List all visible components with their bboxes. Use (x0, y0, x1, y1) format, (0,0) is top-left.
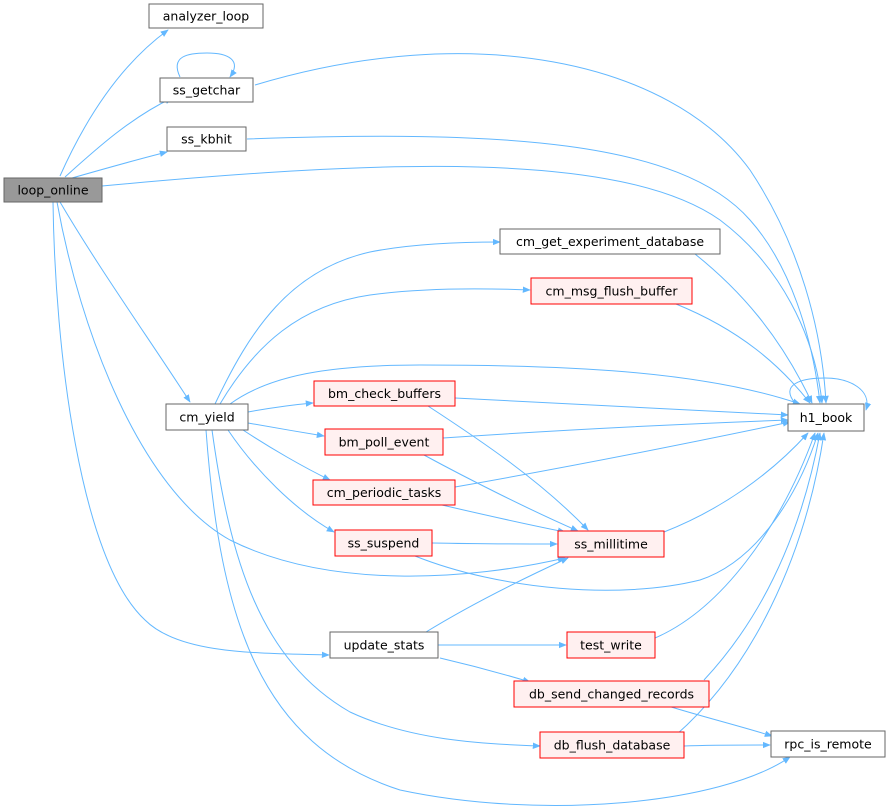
edge-cm_yield-db_flush_database (211, 429, 541, 749)
node-ss_getchar-box (159, 77, 254, 103)
node-cm_get_experiment_database-box (499, 228, 721, 255)
node-ss_getchar[interactable]: ss_getchar (159, 77, 254, 103)
node-db_flush_database-box (539, 731, 685, 759)
node-rpc_is_remote-box (770, 730, 886, 758)
node-loop_online-box (3, 177, 103, 203)
edge-h1_book-h1_book (789, 377, 872, 411)
nodes: loop_online analyzer_loop ss_getchar ss_… (3, 3, 886, 759)
node-cm_get_experiment_database[interactable]: cm_get_experiment_database (499, 228, 721, 255)
node-cm_periodic_tasks-box (312, 479, 456, 506)
node-test_write[interactable]: test_write (566, 631, 656, 659)
edge-update_stats-db_send_changed_records (439, 657, 531, 683)
node-h1_book-label: h1_book (800, 410, 853, 425)
edge-cm_yield-cm_periodic_tasks (239, 427, 331, 481)
edge-loop_online-ss_kbhit (71, 150, 168, 179)
edge-cm_yield-bm_check_buffers (247, 400, 314, 413)
edge-loop_online-cm_yield (59, 201, 191, 403)
edge-cm_yield-cm_msg_flush_buffer (219, 286, 531, 405)
node-bm_check_buffers-label: bm_check_buffers (328, 386, 441, 401)
node-bm_check_buffers-box (313, 380, 456, 407)
edge-cm_yield-bm_poll_event (247, 422, 325, 438)
edge-cm_msg_flush_buffer-h1_book (675, 303, 811, 404)
node-ss_suspend-box (334, 529, 433, 557)
node-analyzer_loop-label: analyzer_loop (163, 9, 250, 24)
edge-db_flush_database-rpc_is_remote (683, 741, 771, 749)
node-update_stats-label: update_stats (344, 638, 425, 653)
node-cm_yield-label: cm_yield (179, 410, 234, 425)
edge-test_write-h1_book (654, 432, 816, 639)
node-loop_online-label: loop_online (17, 183, 88, 198)
edges (52, 29, 872, 806)
node-rpc_is_remote[interactable]: rpc_is_remote (770, 730, 886, 758)
node-test_write-label: test_write (580, 638, 642, 653)
node-cm_msg_flush_buffer-box (530, 277, 693, 305)
node-update_stats[interactable]: update_stats (329, 631, 439, 659)
node-cm_periodic_tasks[interactable]: cm_periodic_tasks (312, 479, 456, 506)
node-loop_online[interactable]: loop_online (3, 177, 103, 203)
node-ss_suspend-label: ss_suspend (348, 536, 420, 551)
node-test_write-box (566, 631, 656, 659)
edge-ss_suspend-h1_book (414, 432, 819, 591)
node-ss_kbhit-box (166, 126, 247, 152)
node-db_flush_database[interactable]: db_flush_database (539, 731, 685, 759)
node-analyzer_loop-box (148, 3, 264, 29)
edge-bm_check_buffers-h1_book (454, 397, 789, 418)
node-ss_kbhit[interactable]: ss_kbhit (166, 126, 247, 152)
node-ss_kbhit-label: ss_kbhit (181, 132, 232, 147)
node-db_flush_database-label: db_flush_database (554, 738, 671, 753)
edge-loop_online-ss_millitime (56, 201, 566, 577)
edge-update_stats-ss_millitime (425, 557, 569, 633)
edge-bm_poll_event-h1_book (442, 417, 789, 439)
node-ss_getchar-label: ss_getchar (173, 83, 241, 98)
node-db_send_changed_records-box (513, 680, 710, 708)
edge-cm_yield-cm_get_experiment_database (214, 238, 501, 405)
edge-bm_check_buffers-ss_millitime (427, 405, 589, 531)
node-update_stats-box (329, 631, 439, 659)
node-ss_suspend[interactable]: ss_suspend (334, 529, 433, 557)
edge-ss_millitime-h1_book (663, 432, 809, 533)
edge-db_send_changed_records-h1_book (703, 432, 822, 681)
edge-loop_online-h1_book (101, 165, 825, 404)
node-db_send_changed_records-label: db_send_changed_records (529, 687, 694, 702)
node-bm_check_buffers[interactable]: bm_check_buffers (313, 380, 456, 407)
edge-loop_online-analyzer_loop (59, 29, 169, 177)
edge-ss_getchar-ss_getchar (176, 52, 237, 78)
node-ss_millitime[interactable]: ss_millitime (557, 530, 665, 558)
node-bm_poll_event-label: bm_poll_event (339, 435, 430, 450)
node-cm_msg_flush_buffer-label: cm_msg_flush_buffer (546, 284, 679, 299)
node-analyzer_loop[interactable]: analyzer_loop (148, 3, 264, 29)
edge-cm_periodic_tasks-ss_millitime (441, 504, 566, 534)
node-ss_millitime-box (557, 530, 665, 558)
edge-bm_poll_event-ss_millitime (423, 454, 579, 532)
node-h1_book-box (787, 403, 865, 432)
node-ss_millitime-label: ss_millitime (574, 537, 648, 552)
node-db_send_changed_records[interactable]: db_send_changed_records (513, 680, 710, 708)
node-cm_yield[interactable]: cm_yield (165, 403, 249, 431)
edge-ss_suspend-ss_millitime (431, 540, 558, 548)
node-h1_book[interactable]: h1_book (787, 403, 865, 432)
edge-cm_yield-rpc_is_remote (205, 429, 791, 806)
node-cm_get_experiment_database-label: cm_get_experiment_database (516, 234, 704, 249)
edge-ss_getchar-h1_book (254, 53, 829, 404)
edge-ss_kbhit-h1_book (246, 135, 823, 404)
node-bm_poll_event-box (324, 428, 444, 456)
node-cm_msg_flush_buffer[interactable]: cm_msg_flush_buffer (530, 277, 693, 305)
edge-cm_periodic_tasks-h1_book (454, 420, 791, 488)
node-cm_periodic_tasks-label: cm_periodic_tasks (327, 485, 442, 500)
edge-loop_online-update_stats (52, 201, 330, 658)
node-cm_yield-box (165, 403, 249, 431)
edge-db_send_changed_records-rpc_is_remote (667, 705, 773, 737)
edge-loop_online-ss_getchar (64, 97, 173, 178)
edge-cm_get_experiment_database-h1_book (694, 253, 813, 404)
edge-cm_yield-ss_suspend (227, 429, 335, 533)
edge-cm_yield-h1_book (229, 364, 801, 405)
node-rpc_is_remote-label: rpc_is_remote (784, 737, 872, 752)
node-bm_poll_event[interactable]: bm_poll_event (324, 428, 444, 456)
